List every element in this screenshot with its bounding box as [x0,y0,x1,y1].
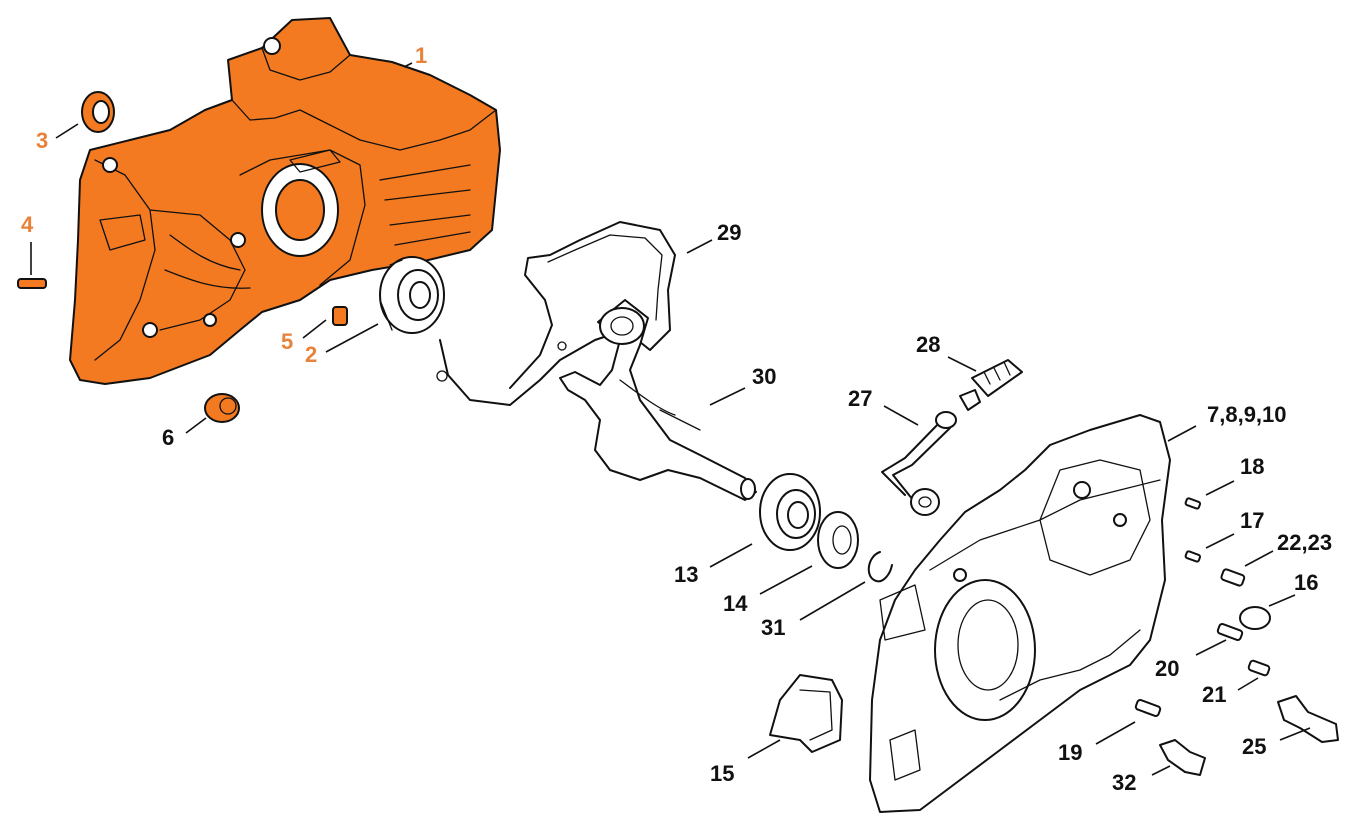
fitting-part [959,359,1023,411]
label-part-29: 29 [717,220,741,245]
small-fasteners [1134,497,1339,776]
leader-lines [30,62,1311,776]
label-part-3: 3 [36,128,48,153]
crankshaft-part [559,299,757,501]
circlip-part [867,551,893,583]
sleeve-part [332,306,348,326]
ball-bearing-right [759,473,821,551]
label-part-32: 32 [1112,770,1136,795]
label-part-15: 15 [710,761,734,786]
label-part-14: 14 [723,591,748,616]
label-part-16: 16 [1294,570,1318,595]
label-part-1: 1 [415,43,427,68]
label-part-31: 31 [761,615,785,640]
oil-tube-part [881,411,957,516]
label-part-5: 5 [281,329,293,354]
label-part-20: 20 [1155,656,1179,681]
label-part-18: 18 [1240,454,1264,479]
ball-bearing-left [379,256,445,334]
label-part-4: 4 [21,212,34,237]
label-part-19: 19 [1058,740,1082,765]
label-part-13: 13 [674,562,698,587]
label-parts-22-23: 22,23 [1277,530,1332,555]
label-part-25: 25 [1242,734,1266,759]
crankcase-housing-left [69,17,501,385]
gasket-part [436,221,676,406]
part-number-labels: 1 3 4 5 2 6 29 30 28 27 7,8,9,10 18 17 2… [21,43,1332,795]
label-part-6: 6 [162,425,174,450]
buffer-part [769,674,843,753]
seal-ring-part [817,511,859,569]
grommet-part [204,393,240,423]
label-part-27: 27 [848,386,872,411]
label-part-21: 21 [1202,682,1226,707]
label-parts-7-10: 7,8,9,10 [1207,402,1287,427]
oil-seal-part [81,91,115,133]
label-part-28: 28 [916,332,940,357]
label-part-2: 2 [305,342,317,367]
label-part-30: 30 [752,364,776,389]
pin-part [17,278,47,289]
crankcase-housing-right [869,414,1171,813]
label-part-17: 17 [1240,508,1264,533]
